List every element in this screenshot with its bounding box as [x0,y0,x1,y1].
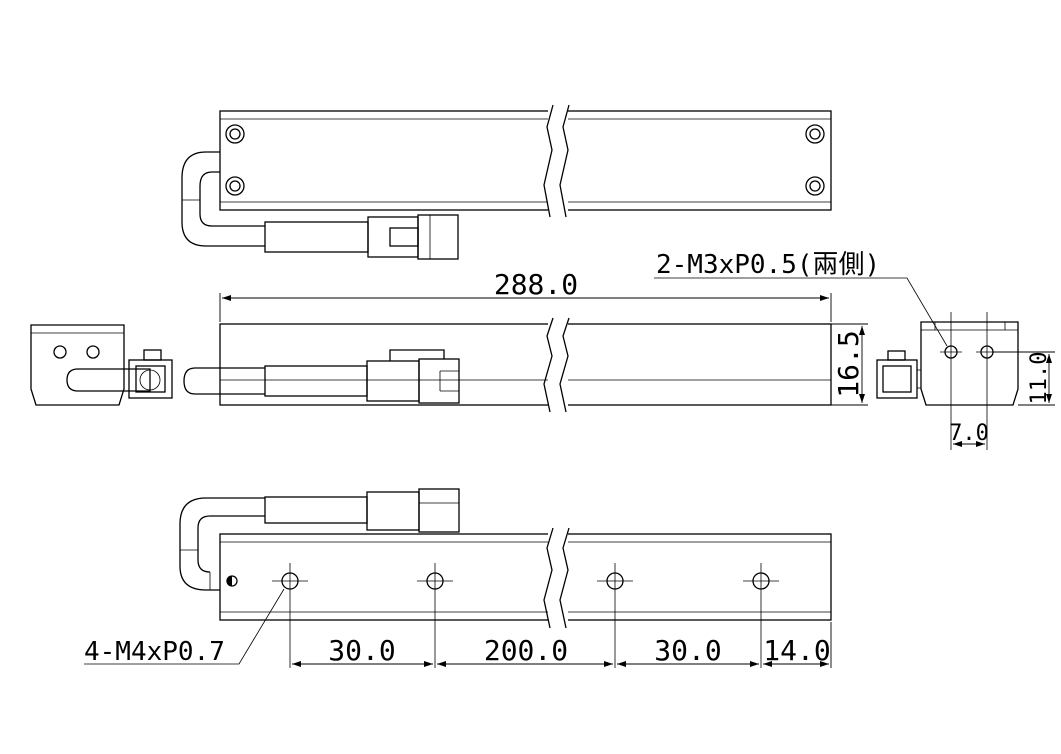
hole-pitch-2-label: 200.0 [484,634,568,667]
hole-pitch-3-label: 30.0 [654,634,721,667]
top-view [181,104,832,260]
bottom-view: 4-M4xP0.7 [84,488,832,668]
cable-front-view [183,349,460,404]
end-width-label: 11.0 [1027,352,1052,405]
height-label: 16.5 [832,330,865,397]
dimension-end-hole-spacing: 7.0 [949,421,989,447]
m3-hole-left [940,312,962,450]
end-hole-spacing-label: 7.0 [949,421,989,446]
side-thread-callout: 2-M3xP0.5(兩側) [656,250,880,280]
screw-top-right [805,124,825,144]
right-end-view: 2-M3xP0.5(兩側) [654,250,1019,450]
dimension-total-length: 288.0 [219,268,832,322]
dimension-chain-bottom: 30.0 200.0 30.0 14.0 [292,622,832,668]
total-length-label: 288.0 [494,268,578,301]
dimension-end-width: 11.0 [993,352,1055,406]
m4-hole-4 [743,563,779,668]
hole-pitch-1-label: 30.0 [328,634,395,667]
m4-hole-2 [417,563,453,668]
m4-hole-3 [597,563,633,668]
front-view [183,317,832,413]
cable-bottom-view [179,488,460,591]
screw-top-left [225,124,245,144]
m4-hole-1 [272,563,308,668]
screw-bottom-right [805,176,825,196]
dimension-height: 16.5 [831,323,868,406]
bottom-thread-callout: 4-M4xP0.7 [84,637,225,667]
left-end-view [30,324,173,406]
polarity-mark [226,575,238,587]
cable-top-view [181,151,459,260]
end-offset-label: 14.0 [763,634,830,667]
screw-bottom-left [225,176,245,196]
